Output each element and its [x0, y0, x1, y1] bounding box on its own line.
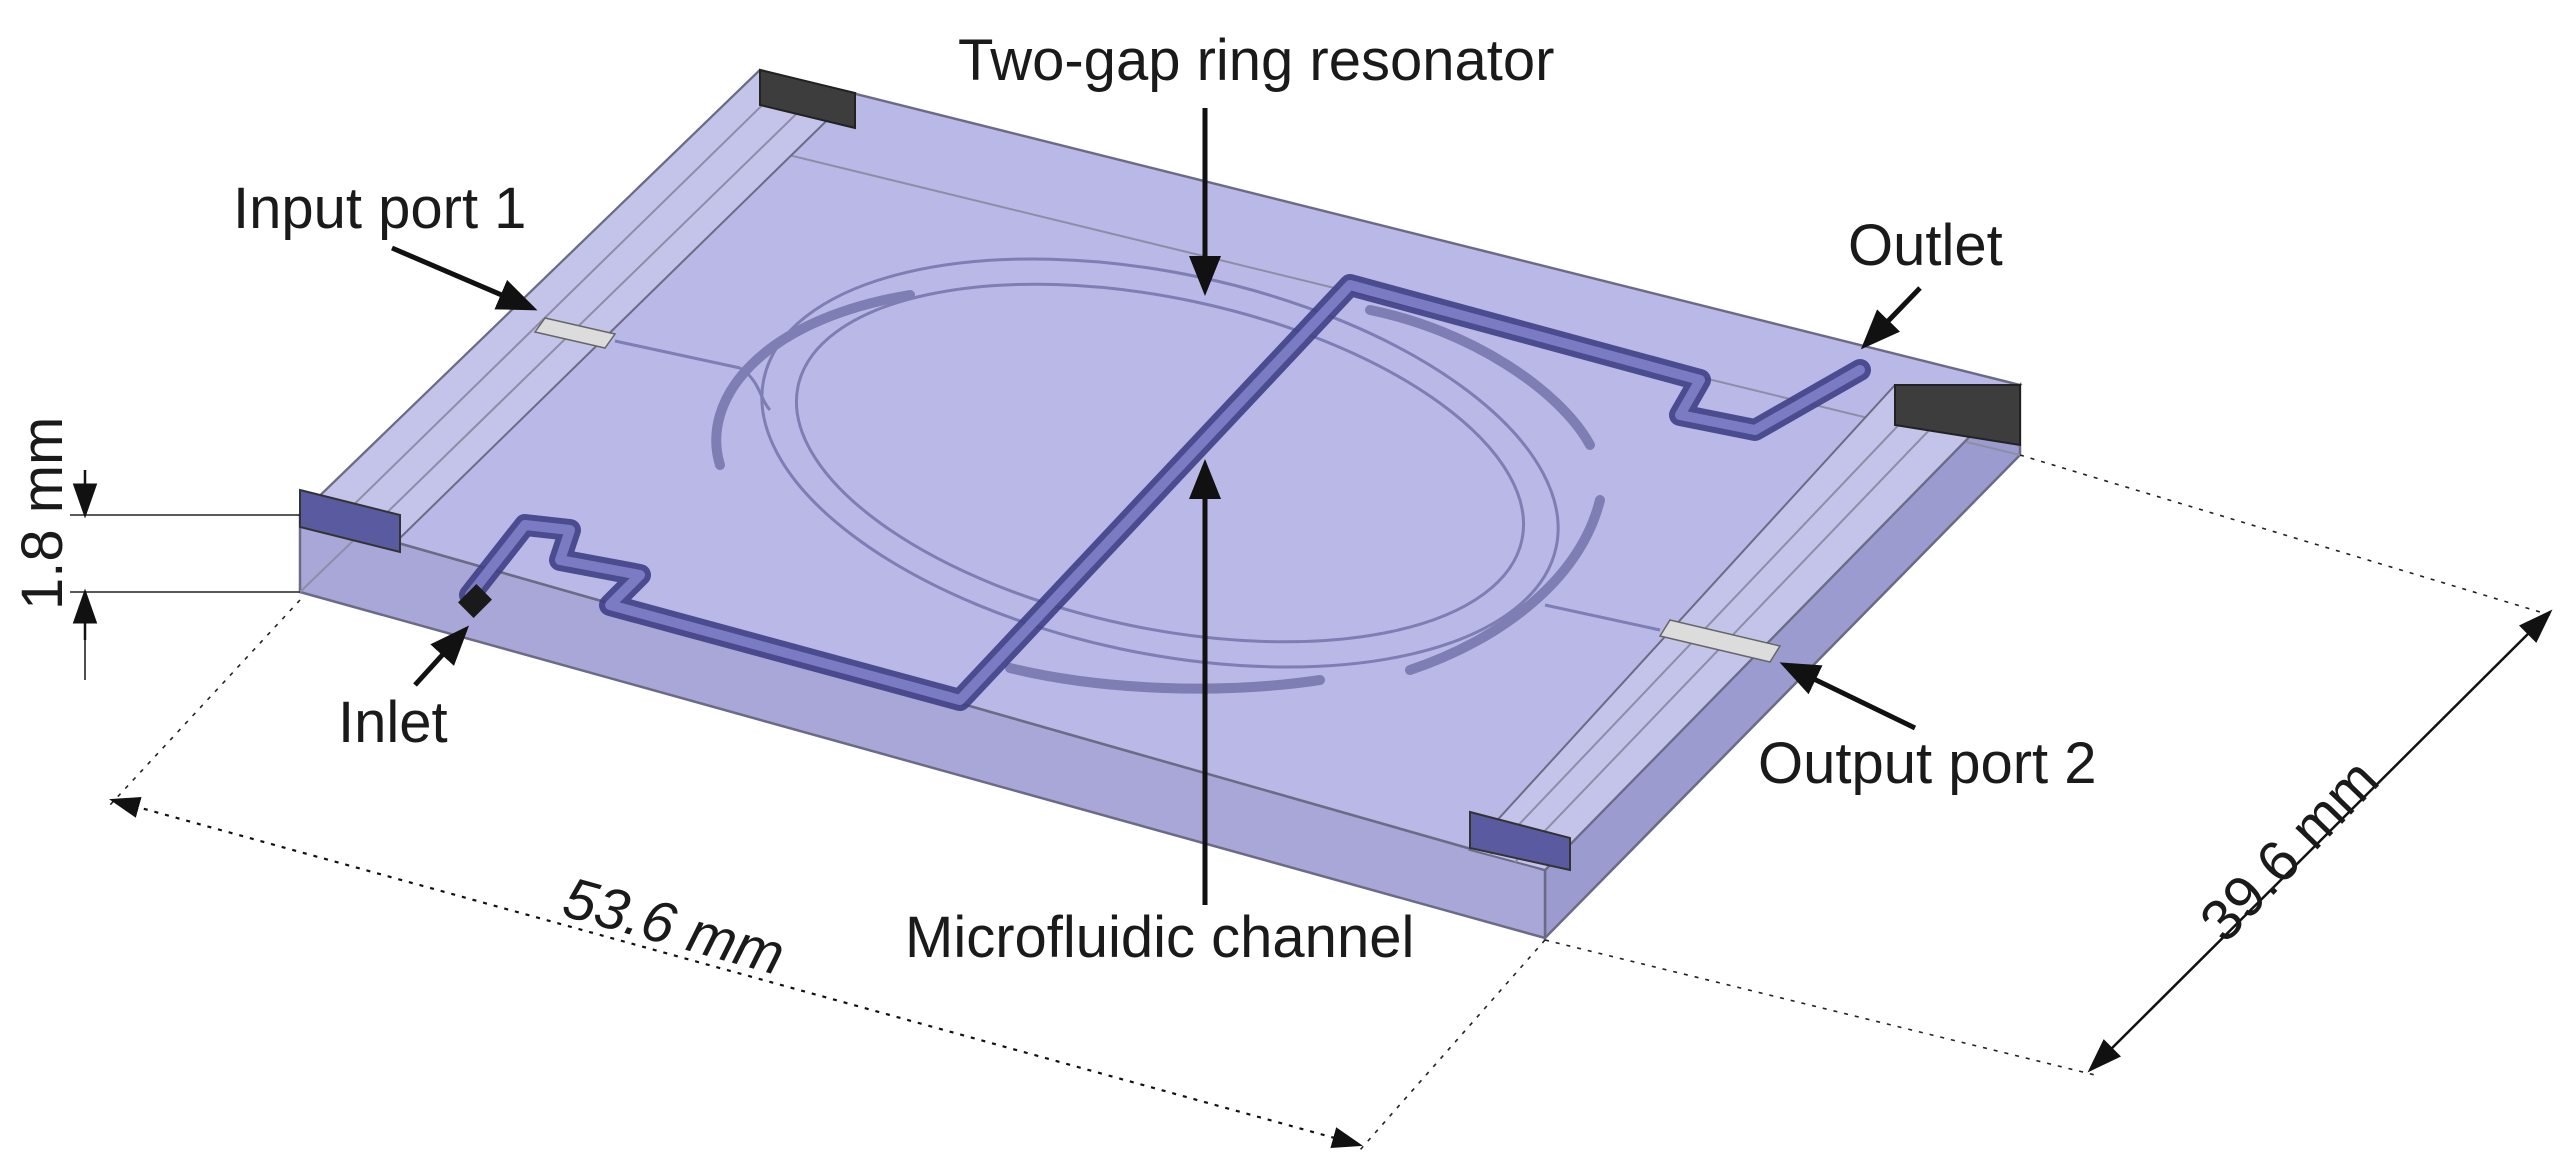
length-label: 53.6 mm — [557, 865, 792, 988]
outlet-label: Outlet — [1848, 213, 2003, 278]
inlet-label: Inlet — [338, 690, 448, 755]
top-left-connector — [759, 68, 856, 130]
width-label: 39.6 mm — [2188, 747, 2392, 954]
label-microfluidic-channel: Microfluidic channel — [905, 459, 1414, 970]
right-top-connector — [1894, 384, 2021, 447]
inlet-port — [458, 584, 492, 618]
output-feedline — [1468, 384, 2023, 872]
resonator-label: Two-gap ring resonator — [958, 28, 1554, 93]
label-output-port: Output port 2 — [1758, 662, 2097, 796]
channel-label: Microfluidic channel — [905, 905, 1414, 970]
input-port-label: Input port 1 — [233, 176, 526, 241]
label-two-gap-ring-resonator: Two-gap ring resonator — [958, 28, 1554, 296]
microfluidic-channel — [458, 274, 1871, 711]
label-input-port: Input port 1 — [233, 176, 538, 311]
output-feed-arm — [1544, 603, 1661, 632]
thickness-label: 1.8 mm — [10, 417, 75, 610]
right-front-connector — [1469, 810, 1571, 872]
output-port-label: Output port 2 — [1758, 731, 2097, 796]
ring-resonator — [711, 257, 1605, 694]
thickness-dimension: 1.8 mm — [10, 417, 300, 680]
input-feedline — [297, 68, 857, 554]
label-outlet: Outlet — [1848, 213, 2003, 350]
output-port-pad — [1658, 619, 1782, 663]
label-inlet: Inlet — [338, 625, 470, 755]
input-port-pad — [533, 317, 617, 349]
substrate — [297, 68, 2023, 942]
